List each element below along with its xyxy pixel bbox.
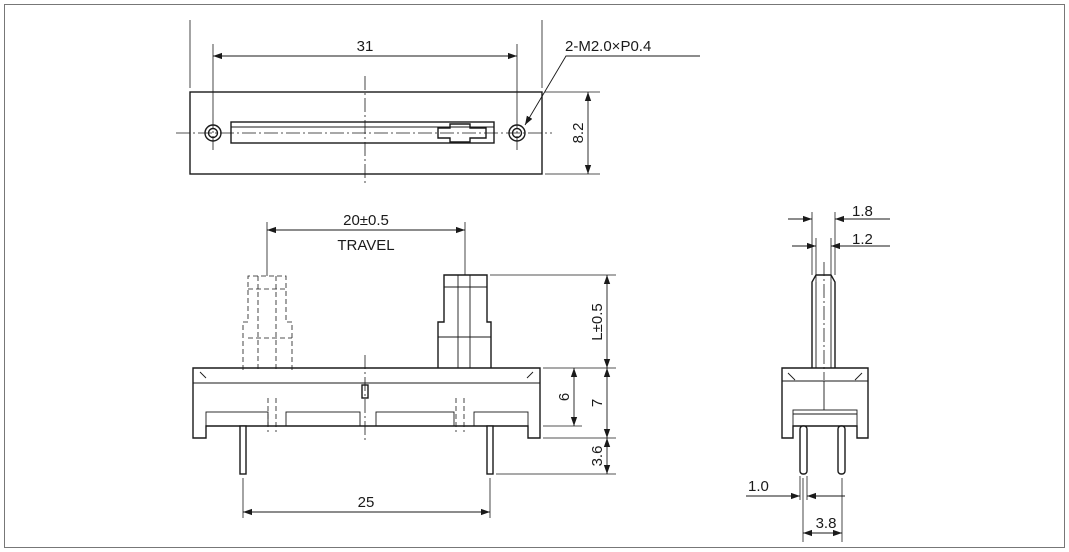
- drawing-border: [4, 4, 1065, 548]
- dimension-labels: 31 8.2 2-M2.0×P0.4 20±0.5 TRAVEL L±0.5 6…: [337, 38, 872, 532]
- label-travel: 20±0.5: [343, 212, 389, 229]
- label-dim-6: 6: [556, 393, 573, 401]
- front-view: [192, 222, 616, 518]
- label-pin-length: 3.6: [589, 446, 606, 467]
- side-pin-right: [837, 425, 846, 475]
- top-view-knob: [437, 123, 487, 143]
- side-view: [746, 212, 890, 542]
- pin-left: [239, 425, 247, 475]
- label-travel-caption: TRAVEL: [337, 237, 394, 254]
- label-dim-7: 7: [589, 399, 606, 407]
- lever-left-hidden: [242, 275, 293, 370]
- label-pin-width: 1.0: [748, 478, 769, 495]
- top-view-slot: [230, 121, 495, 144]
- label-lever-width: 1.8: [852, 203, 873, 220]
- label-top-width: 31: [357, 38, 374, 55]
- label-lever-slot: 1.2: [852, 231, 873, 248]
- side-pin-left: [799, 425, 808, 475]
- pin-right: [486, 425, 494, 475]
- lever-right: [437, 274, 492, 368]
- label-pin-pitch: 25: [358, 494, 375, 511]
- label-pin-spacing: 3.8: [816, 515, 837, 532]
- side-view-lever: [811, 274, 836, 368]
- side-view-body: [781, 367, 869, 439]
- label-top-height: 8.2: [570, 123, 587, 144]
- label-mount-holes: 2-M2.0×P0.4: [565, 38, 651, 55]
- label-lever-height: L±0.5: [589, 303, 606, 340]
- leader-mount-hole: [524, 55, 700, 126]
- top-view: [176, 20, 700, 186]
